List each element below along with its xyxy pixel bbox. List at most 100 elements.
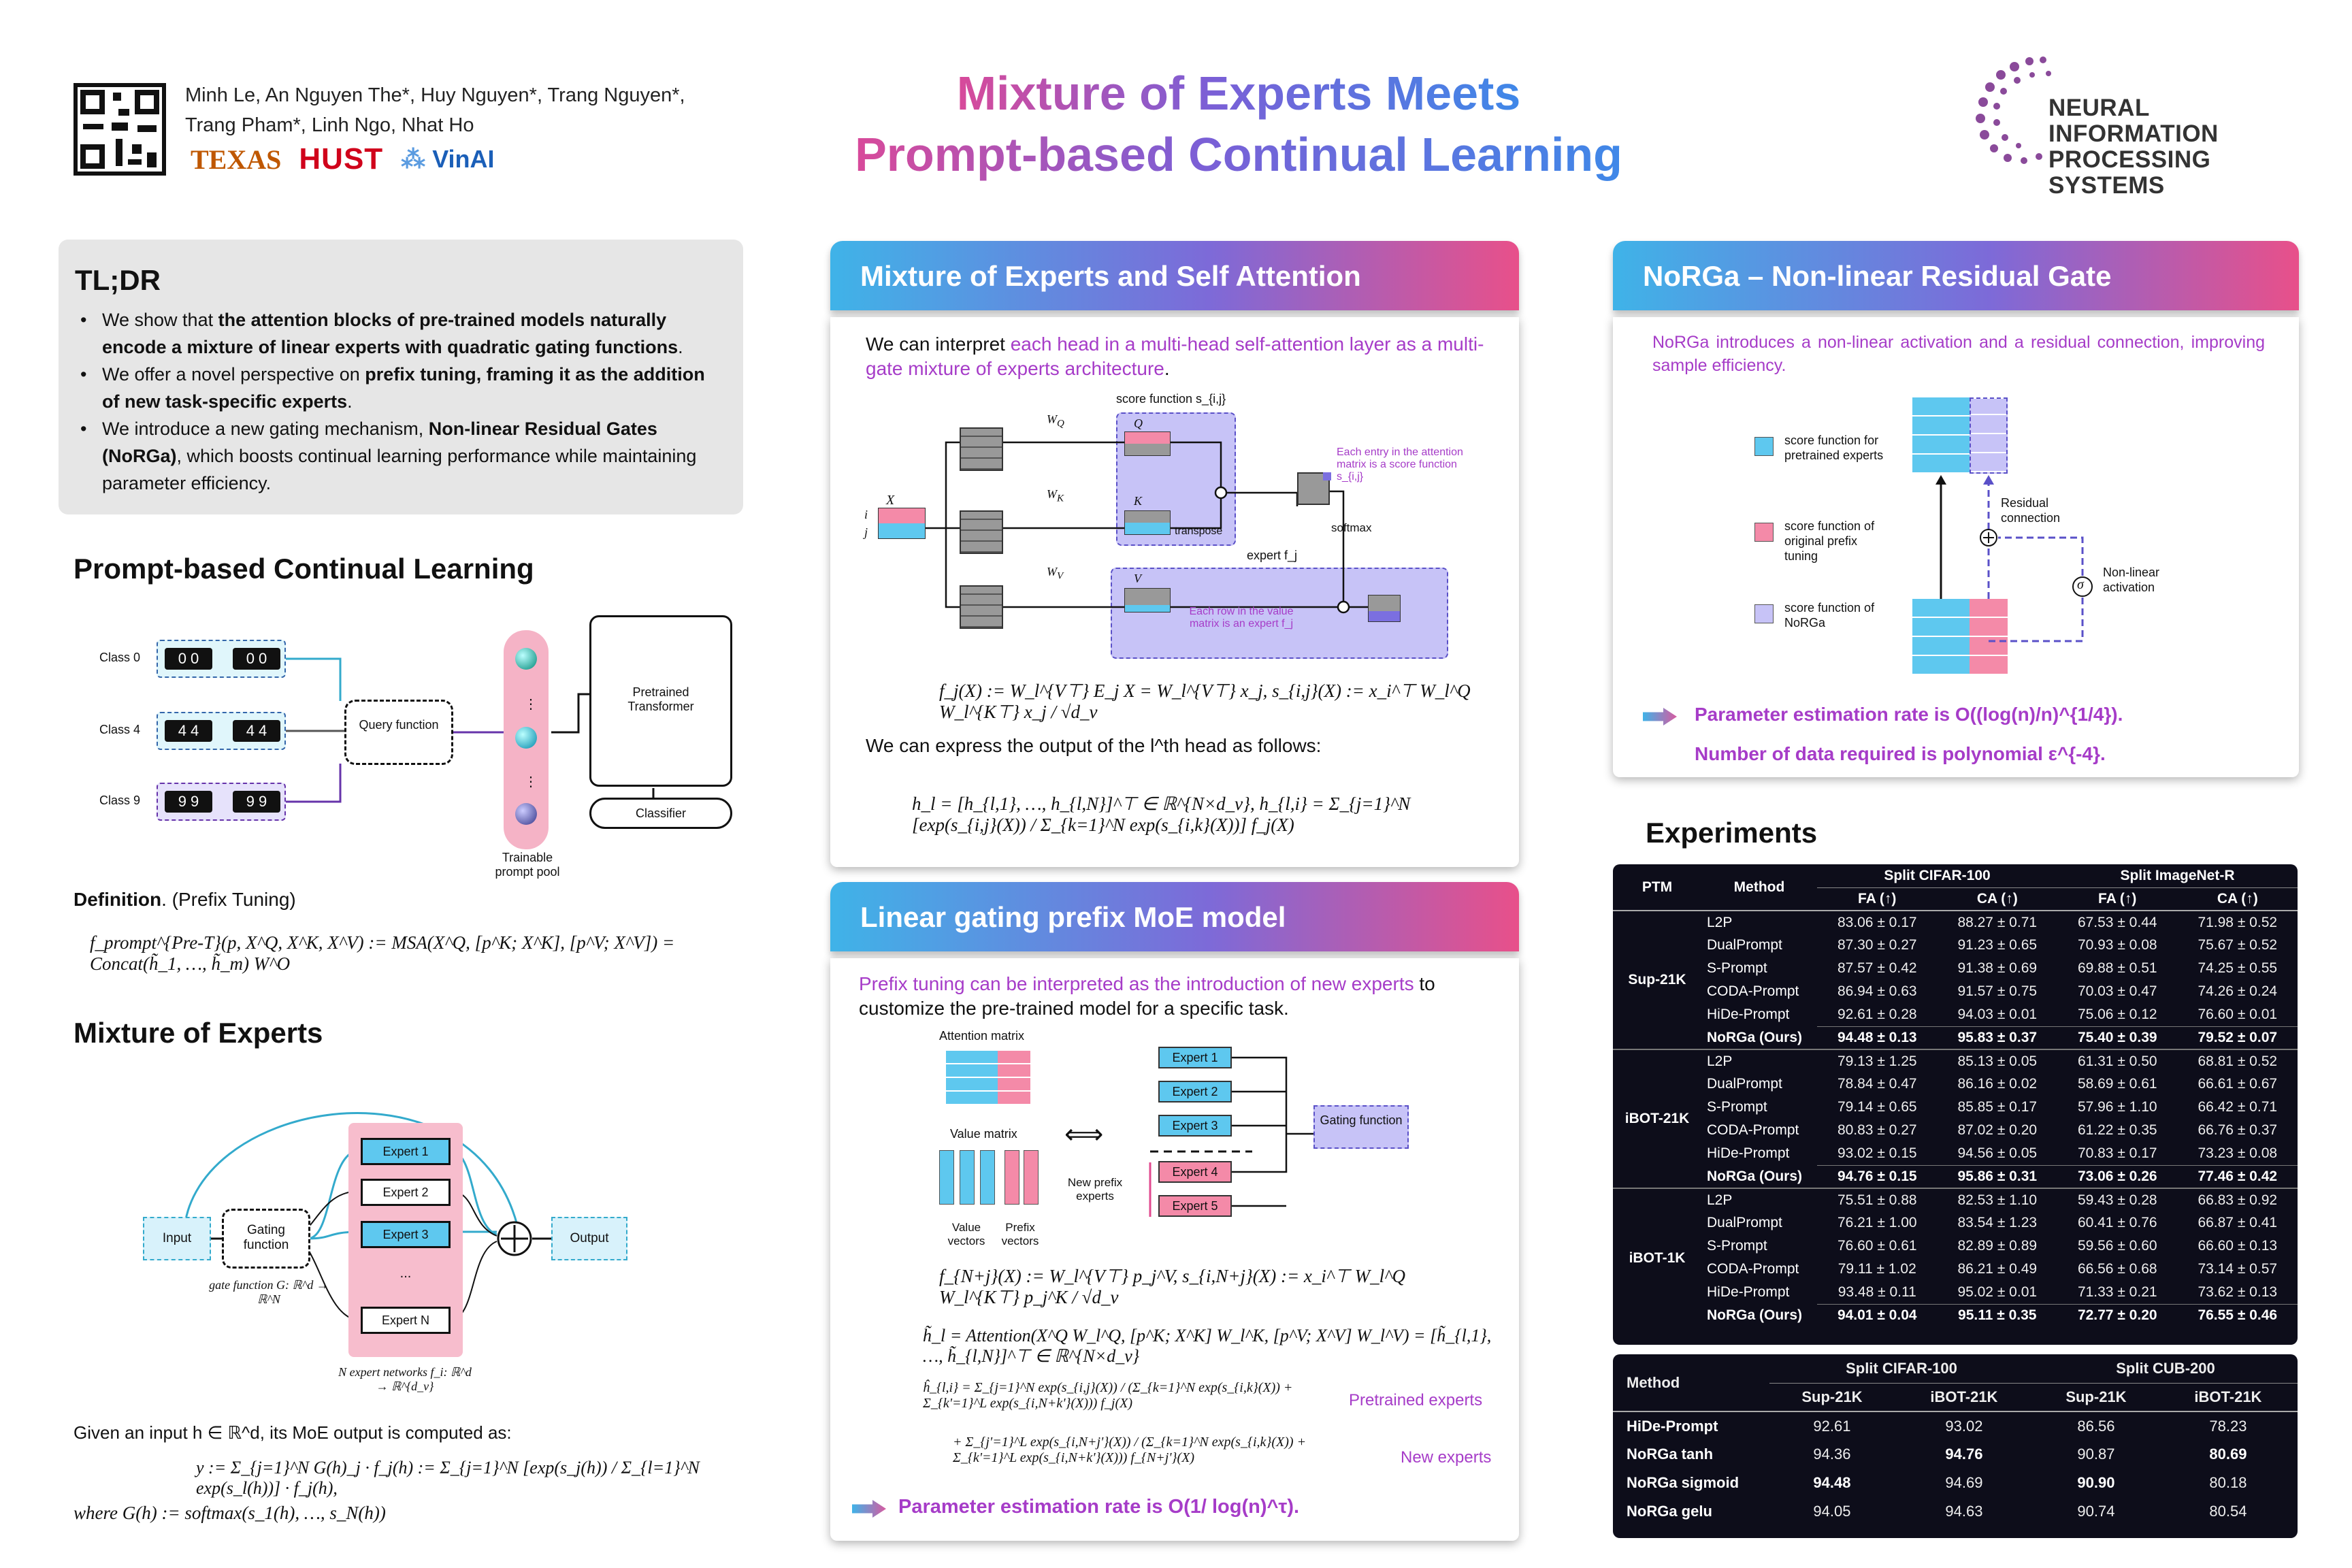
value-cell: 66.61 ± 0.67: [2198, 1076, 2278, 1092]
author-list: Minh Le, An Nguyen The*, Huy Nguyen*, Tr…: [185, 80, 685, 140]
moe-given-text: Given an input h ∈ ℝ^d, its MoE output i…: [74, 1422, 512, 1443]
value-cell: 74.25 ± 0.55: [2198, 960, 2278, 976]
moe-diagram: Input Gating function Expert 1 Expert 2 …: [129, 1062, 647, 1402]
value-cell: 59.56 ± 0.60: [2077, 1238, 2157, 1254]
value-cell: 90.90: [2077, 1474, 2115, 1491]
th-fa2: FA (↑): [2098, 890, 2137, 906]
value-cell: 58.69 ± 0.61: [2077, 1076, 2157, 1092]
moe-output-formula: y := Σ_{j=1}^N G(h)_j · f_j(h) := Σ_{j=1…: [196, 1458, 700, 1498]
linear-expert-2: Expert 2: [1158, 1081, 1232, 1102]
method-cell: NoRGa (Ours): [1707, 1168, 1803, 1184]
norga-top-purple: [1970, 397, 2008, 474]
qr-code[interactable]: [74, 83, 166, 176]
class0-prompts: 0 0 0 0: [157, 640, 286, 678]
norga-heading: NoRGa – Non-linear Residual Gate: [1613, 241, 2299, 310]
norga-bottom-blue: [1912, 599, 1970, 675]
value-cell: 60.41 ± 0.76: [2077, 1215, 2157, 1230]
attention-matrix-label: Attention matrix: [939, 1029, 1025, 1043]
tldr-bullet-1: We show that the attention blocks of pre…: [75, 306, 727, 361]
moe-expert-n: Expert N: [361, 1307, 451, 1334]
conference-line1: NEURAL INFORMATION: [2048, 95, 2219, 147]
legend-pretrained-swatch: [1754, 437, 1774, 456]
value-cell: 69.88 ± 0.51: [2077, 960, 2157, 976]
neurips-logo: NEURAL INFORMATION PROCESSING SYSTEMS: [1967, 46, 2321, 199]
value-cell: 79.52 ± 0.07: [2198, 1029, 2278, 1045]
expert-caption: N expert networks f_i: ℝ^d → ℝ^{d_v}: [338, 1365, 472, 1393]
moe-expert-2: Expert 2: [361, 1179, 451, 1206]
value-cell: 93.02: [1945, 1417, 1983, 1435]
value-cell: 74.26 ± 0.24: [2198, 983, 2278, 999]
value-cell: 94.03 ± 0.01: [1937, 1003, 2057, 1027]
prefix-attention-formula: h̃_l = Attention(X^Q W_l^Q, [p^K; X^K] W…: [923, 1326, 1492, 1366]
wv-matrix: [960, 585, 1003, 629]
th-fa1: FA (↑): [1858, 890, 1897, 906]
head-output-matrix: [1368, 595, 1401, 622]
value-cell: 79.14 ± 0.65: [1837, 1099, 1917, 1115]
method-cell: NoRGa gelu: [1627, 1503, 1712, 1520]
value-cell: 78.23: [2209, 1417, 2247, 1435]
value-cell: 76.55 ± 0.46: [2198, 1307, 2278, 1324]
method-cell: S-Prompt: [1707, 960, 1767, 976]
linear-expert-3: Expert 3: [1158, 1115, 1232, 1137]
moe-heading: Mixture of Experts: [74, 1017, 323, 1049]
value-cell: 87.30 ± 0.27: [1837, 937, 1917, 953]
norga-panel: NoRGa – Non-linear Residual Gate: [1613, 241, 2299, 310]
tldr-heading: TL;DR: [75, 264, 161, 296]
wq-matrix: [960, 427, 1003, 471]
tldr-bullet-3: We introduce a new gating mechanism, Non…: [75, 415, 727, 497]
method-cell: CODA-Prompt: [1707, 983, 1799, 999]
t2-th-sup2: Sup-21K: [2065, 1388, 2127, 1405]
gate-caption: gate function G: ℝ^d → ℝ^N: [209, 1278, 329, 1306]
k-matrix: [1124, 510, 1171, 535]
t2-th-cub: Split CUB-200: [2033, 1354, 2298, 1384]
method-cell: CODA-Prompt: [1707, 1122, 1799, 1138]
value-cell: 94.76: [1945, 1446, 1983, 1463]
method-cell: L2P: [1707, 914, 1733, 930]
value-cell: 85.85 ± 0.17: [1957, 1099, 2038, 1115]
value-cell: 57.96 ± 1.10: [2077, 1099, 2157, 1115]
class9-prompts: 9 9 9 9: [157, 783, 286, 821]
value-cell: 85.13 ± 0.05: [1957, 1053, 2038, 1069]
value-cell: 95.11 ± 0.35: [1958, 1307, 2037, 1324]
method-cell: NoRGa sigmoid: [1627, 1474, 1740, 1491]
norga-arrows: [1936, 475, 2093, 642]
moesa-intro: We can interpret each head in a multi-he…: [866, 333, 1484, 379]
linear-expert-5: Expert 5: [1158, 1195, 1232, 1217]
residual-label: Residual connection: [2001, 496, 2061, 525]
express-text: We can express the output of the l^th he…: [866, 735, 1322, 756]
t2-th-cifar: Split CIFAR-100: [1769, 1354, 2034, 1384]
value-cell: 82.89 ± 0.89: [1957, 1238, 2038, 1254]
query-function-box: Query function: [344, 700, 453, 765]
transpose-label: transpose: [1175, 525, 1223, 537]
value-cell: 92.61: [1813, 1417, 1851, 1435]
experiments-heading: Experiments: [1646, 817, 1818, 849]
rate-arrow-icon: [852, 1500, 886, 1518]
moe-output: Output: [551, 1217, 627, 1260]
value-cell: 76.60 ± 0.01: [2177, 1003, 2298, 1027]
value-cell: 94.36: [1813, 1446, 1851, 1463]
norga-rate-text: Parameter estimation rate is O((log(n)/n…: [1695, 704, 2123, 725]
moe-gating-box: Gating function: [222, 1209, 310, 1269]
neurips-dots-icon: [1976, 56, 2051, 164]
value-cell: 70.83 ± 0.17: [2057, 1142, 2178, 1166]
results-table-2: Method Split CIFAR-100 Split CUB-200 Sup…: [1613, 1354, 2298, 1538]
th-ptm: PTM: [1613, 864, 1701, 911]
value-cell: 66.83 ± 0.92: [2198, 1192, 2278, 1208]
value-note: Each row in the value matrix is an exper…: [1189, 606, 1294, 630]
new-experts-formula: + Σ_{j'=1}^L exp(s_{i,N+j'}(X)) / (Σ_{k=…: [953, 1435, 1307, 1465]
hust-logo: HUST: [299, 142, 384, 176]
value-cell: 83.06 ± 0.17: [1837, 914, 1917, 930]
linear-heading: Linear gating prefix MoE model: [830, 882, 1519, 951]
legend-norga-swatch: [1754, 604, 1774, 623]
th-imagenet: Split ImageNet-R: [2057, 864, 2298, 888]
method-cell: L2P: [1707, 1053, 1733, 1069]
value-cell: 91.38 ± 0.69: [1957, 960, 2038, 976]
moesa-heading: Mixture of Experts and Self Attention: [830, 241, 1519, 310]
th-method: Method: [1701, 864, 1817, 911]
method-cell: NoRGa (Ours): [1707, 1307, 1803, 1323]
value-cell: 86.16 ± 0.02: [1957, 1076, 2038, 1092]
